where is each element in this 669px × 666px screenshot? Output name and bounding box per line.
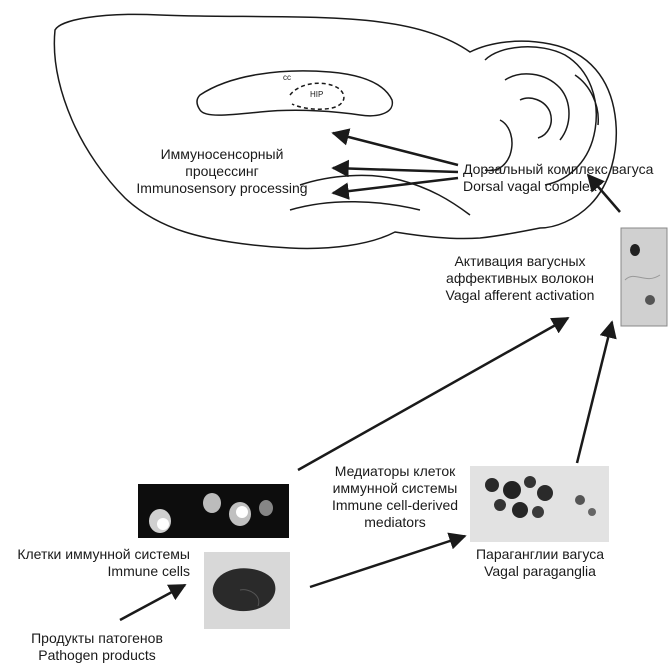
label-mediators-ru-2: иммунной системы — [322, 480, 468, 497]
label-pathogen-ru: Продукты патогенов — [22, 630, 172, 647]
arrows-dvc-to-immunosensory — [333, 133, 458, 193]
micrograph-paraganglia — [470, 466, 609, 542]
cc-label: cc — [283, 73, 291, 82]
label-vagal-afferent-ru-1: Активация вагусных — [425, 253, 615, 270]
label-vagal-afferent: Активация вагусных аффективных волокон V… — [425, 253, 615, 304]
label-immunosensory: Иммуносенсорный процессинг Immunosensory… — [128, 146, 316, 197]
micrograph-vagal-afferent — [621, 228, 667, 326]
micrograph-immune-stained — [204, 552, 290, 629]
label-dvc: Дорзальный комплекс вагуса Dorsal vagal … — [463, 161, 668, 195]
hip-label: HIP — [310, 90, 323, 99]
label-dvc-ru: Дорзальный комплекс вагуса — [463, 161, 668, 178]
label-mediators-en-2: mediators — [322, 514, 468, 531]
label-immune-cells-ru: Клетки иммунной системы — [4, 546, 190, 563]
label-dvc-en: Dorsal vagal complex — [463, 178, 668, 195]
ventricle-outline — [197, 71, 392, 116]
arrow-pathogen-to-immunecells — [120, 585, 185, 620]
arrow-paraganglia-to-afferent — [577, 322, 612, 463]
label-pathogen-en: Pathogen products — [22, 647, 172, 664]
arrow-dvc-immuno-2 — [333, 168, 458, 172]
label-mediators-en-1: Immune cell-derived — [322, 497, 468, 514]
label-mediators-ru-1: Медиаторы клеток — [322, 463, 468, 480]
arrow-mediators-to-afferent — [298, 318, 568, 470]
label-vagal-afferent-ru-2: аффективных волокон — [425, 270, 615, 287]
micrograph-immune-fluorescence — [138, 484, 289, 538]
label-paraganglia-en: Vagal paraganglia — [460, 563, 620, 580]
arrow-dvc-immuno-1 — [333, 133, 458, 165]
label-immune-cells-en: Immune cells — [4, 563, 190, 580]
brain-outline — [54, 14, 616, 248]
label-pathogen: Продукты патогенов Pathogen products — [22, 630, 172, 664]
label-immunosensory-ru-2: процессинг — [128, 163, 316, 180]
label-vagal-afferent-en: Vagal afferent activation — [425, 287, 615, 304]
label-paraganglia-ru: Параганглии вагуса — [460, 546, 620, 563]
arrow-dvc-immuno-3 — [333, 178, 458, 193]
cortex-outline — [54, 14, 616, 248]
brainstem-outline — [290, 175, 470, 215]
arrow-immunecells-to-paraganglia — [310, 536, 465, 587]
label-mediators: Медиаторы клеток иммунной системы Immune… — [322, 463, 468, 531]
label-paraganglia: Параганглии вагуса Vagal paraganglia — [460, 546, 620, 580]
label-immunosensory-en: Immunosensory processing — [128, 180, 316, 197]
label-immune-cells: Клетки иммунной системы Immune cells — [4, 546, 190, 580]
label-immunosensory-ru-1: Иммуносенсорный — [128, 146, 316, 163]
